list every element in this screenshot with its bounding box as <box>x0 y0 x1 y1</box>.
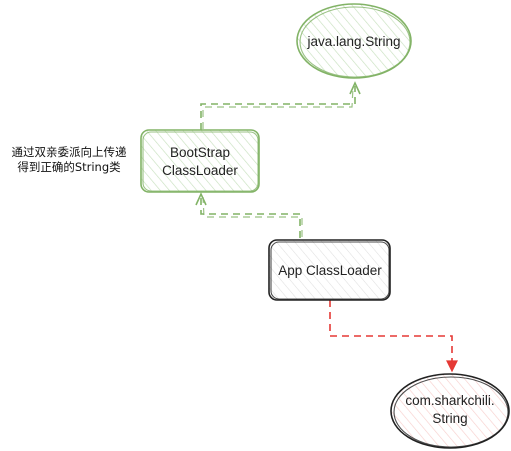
edge-bootstrap-to-java-lang-string <box>200 81 361 130</box>
node-label-line-2: ClassLoader <box>162 163 238 178</box>
node-java-lang-string: java.lang.String <box>296 3 412 79</box>
node-label-line-1: BootStrap <box>170 145 230 160</box>
node-app-classloader: App ClassLoader <box>268 239 391 301</box>
arrowhead-up-icon <box>349 81 361 95</box>
note-line-2: 得到正确的String类 <box>17 160 121 174</box>
node-com-sharkchili-string: com.sharkchili. String <box>390 373 510 449</box>
node-label: java.lang.String <box>306 34 400 49</box>
node-label-line-1: com.sharkchili. <box>405 393 494 408</box>
arrowhead-down-icon <box>446 360 458 373</box>
annotation-note: 通过双亲委派向上传递 得到正确的String类 <box>12 145 127 174</box>
node-label-line-2: String <box>432 411 467 426</box>
arrowhead-up-icon <box>195 192 207 206</box>
edge-app-to-bootstrap <box>195 192 303 238</box>
note-line-1: 通过双亲委派向上传递 <box>12 145 127 159</box>
node-label: App ClassLoader <box>278 263 382 278</box>
edge-app-to-com-sharkchili-string <box>329 300 458 373</box>
node-bootstrap-classloader: BootStrap ClassLoader <box>140 129 260 193</box>
